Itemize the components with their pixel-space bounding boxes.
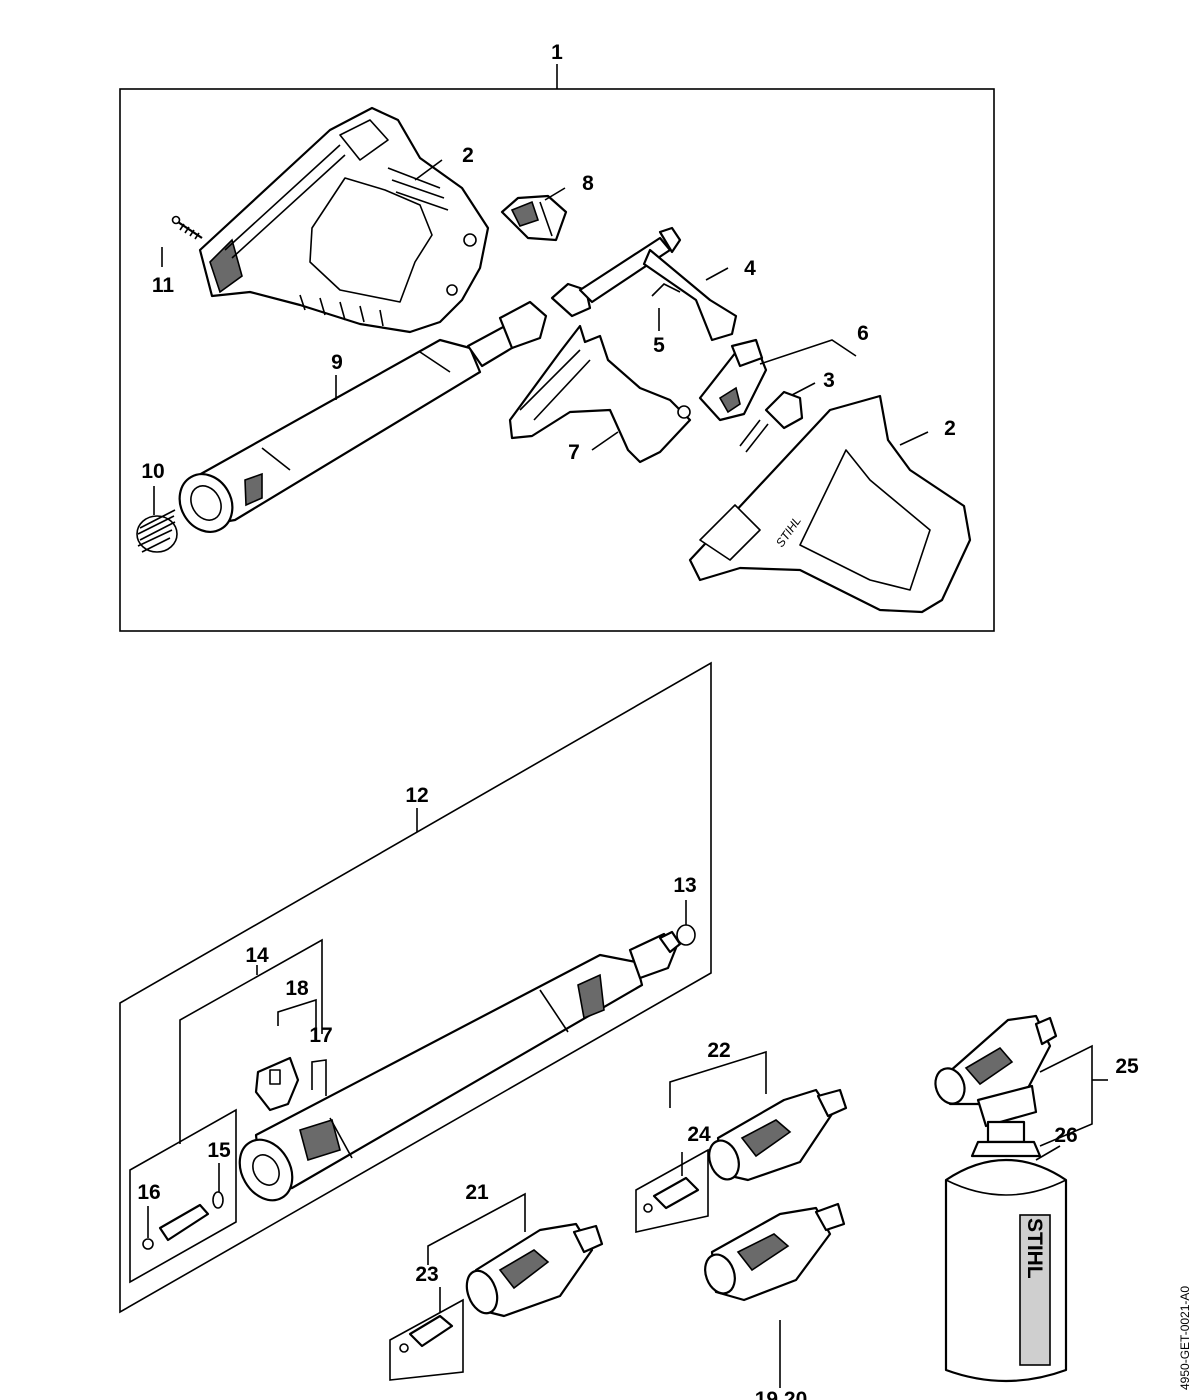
callout-24: 24 — [687, 1123, 711, 1146]
callout-23: 23 — [415, 1263, 438, 1286]
subgroup-14-frame — [129, 938, 323, 1284]
o-ring-part — [676, 924, 696, 946]
callout-labels: 1 2 8 11 4 5 6 3 9 2 10 7 12 13 14 18 17… — [137, 41, 1139, 1400]
spray-lance-part — [238, 930, 682, 1202]
callout-14: 14 — [245, 944, 269, 967]
callout-6: 6 — [857, 322, 869, 345]
callout-21: 21 — [465, 1181, 489, 1204]
callout-5: 5 — [653, 334, 665, 357]
screw-part — [171, 215, 203, 240]
callout-15: 15 — [207, 1139, 231, 1162]
foam-bottle-part: STIHL — [944, 1120, 1068, 1383]
connector-part — [550, 226, 738, 342]
callout-7: 7 — [568, 441, 580, 464]
nozzle-insert-part — [142, 1191, 224, 1250]
nozzle-insert-part-23 — [399, 1314, 454, 1353]
subgroup-22-frame — [635, 1050, 767, 1233]
nozzle-insert-part-24 — [643, 1176, 700, 1213]
subgroup-21-frame — [389, 1192, 526, 1381]
callout-12: 12 — [405, 784, 428, 807]
holder-part — [254, 1056, 300, 1112]
leader-lines — [147, 159, 1061, 1388]
nozzle-part-21 — [465, 1222, 604, 1318]
callout-10: 10 — [141, 460, 164, 483]
assembly-1-frame — [119, 64, 995, 632]
subgroup-25-frame — [1039, 1044, 1108, 1147]
callout-11: 11 — [152, 274, 175, 297]
handle-half-right-part: STIHL — [688, 394, 972, 614]
callout-4: 4 — [744, 257, 756, 280]
tube-part — [178, 300, 548, 533]
pin-clip-part — [311, 1059, 327, 1096]
trigger-part — [508, 324, 692, 464]
callout-9: 9 — [331, 351, 343, 374]
foam-nozzle-part — [934, 1014, 1058, 1128]
callout-2-upper: 2 — [462, 144, 474, 167]
nozzle-part-22 — [708, 1088, 848, 1182]
callout-19-20: 19,20 — [755, 1388, 808, 1400]
callout-26: 26 — [1054, 1124, 1077, 1147]
callout-13: 13 — [673, 874, 696, 897]
nozzle-part-19-20 — [704, 1202, 846, 1302]
callout-3: 3 — [823, 369, 835, 392]
callout-25: 25 — [1115, 1055, 1139, 1078]
callout-18: 18 — [285, 977, 309, 1000]
handle-half-left-part — [198, 106, 490, 334]
assembly-12-frame — [119, 661, 712, 1314]
brand-mark-bottle: STIHL — [1023, 1218, 1046, 1279]
cap-part — [500, 194, 568, 242]
callout-17: 17 — [309, 1024, 332, 1047]
latch-part — [739, 390, 804, 453]
callout-2-lower: 2 — [944, 417, 956, 440]
callout-22: 22 — [707, 1039, 730, 1062]
spring-part — [136, 509, 178, 553]
callout-8: 8 — [582, 172, 594, 195]
callout-16: 16 — [137, 1181, 160, 1204]
valve-part — [698, 338, 768, 422]
drawing-code: 4950-GET-0021-A0 — [1178, 1286, 1192, 1390]
callout-1: 1 — [551, 41, 563, 64]
clip-part — [651, 283, 681, 297]
